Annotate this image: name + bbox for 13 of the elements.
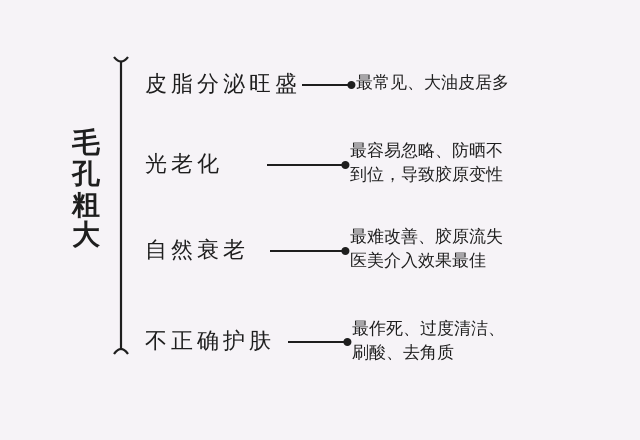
connector-line <box>302 80 356 90</box>
description-text: 最容易忽略、防晒不到位，导致胶原变性 <box>350 140 504 187</box>
description-text: 最难改善、胶原流失医美介入效果最佳 <box>350 226 504 273</box>
topic-label: 毛孔粗大 <box>72 128 100 252</box>
cause-label: 不正确护肤 <box>145 328 275 356</box>
cause-label: 皮脂分泌旺盛 <box>145 71 301 99</box>
connector-line <box>288 338 352 346</box>
connector-line <box>270 246 350 256</box>
connector-line <box>267 160 350 170</box>
description-text: 最常见、大油皮居多 <box>356 72 510 95</box>
cause-label: 自然衰老 <box>145 237 249 265</box>
description-text: 最作死、过度清洁、刷酸、去角质 <box>352 318 506 365</box>
cause-label: 光老化 <box>145 151 223 179</box>
